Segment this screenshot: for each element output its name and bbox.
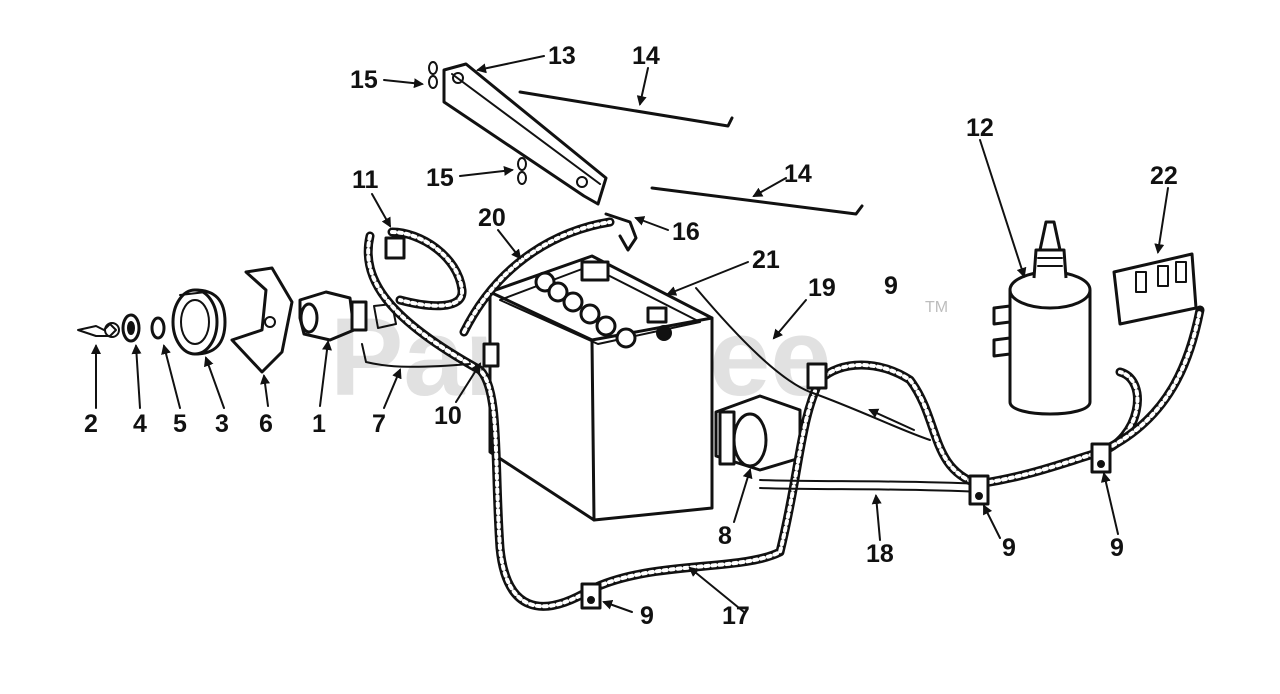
wing-nut-top (428, 61, 438, 89)
callout-14-top: 14 (632, 42, 660, 70)
callout-9-right: 9 (1110, 534, 1124, 562)
callout-10: 10 (434, 402, 462, 430)
callout-5: 5 (173, 410, 187, 438)
battery-strap-part (442, 62, 608, 206)
callout-7: 7 (372, 410, 386, 438)
bezel-part (171, 288, 227, 356)
coil-harness (1095, 305, 1205, 457)
callout-22: 22 (1150, 162, 1178, 190)
clamp-bottom (580, 582, 602, 610)
coil-part (992, 220, 1092, 416)
callout-16: 16 (672, 218, 700, 246)
key-part (77, 322, 120, 338)
callout-19: 19 (808, 274, 836, 302)
callout-8: 8 (718, 522, 732, 550)
bracket-part (230, 266, 294, 374)
clamp-right (1090, 442, 1112, 474)
terminal-plate-part (1112, 252, 1198, 326)
callout-18: 18 (866, 540, 894, 568)
callout-2: 2 (84, 410, 98, 438)
callout-20: 20 (478, 204, 506, 232)
callout-11: 11 (352, 166, 379, 194)
callout-labels: 2 4 5 3 6 1 7 10 11 15 15 13 14 14 16 20… (84, 42, 1178, 630)
clamp-mid (968, 474, 990, 506)
clamp-center (806, 362, 828, 390)
callout-12: 12 (966, 114, 994, 142)
hold-down-rod-bottom (650, 186, 864, 216)
grommet-part (482, 342, 500, 368)
callout-9-top: 9 (884, 272, 898, 300)
callout-21: 21 (752, 246, 780, 274)
solenoid-part (714, 394, 802, 472)
callout-arrows (91, 55, 1169, 613)
callout-9-bottom: 9 (640, 602, 654, 630)
callout-17: 17 (722, 602, 750, 630)
callout-14-bottom: 14 (784, 160, 812, 188)
callout-13: 13 (548, 42, 576, 70)
hold-down-rod-top (518, 90, 734, 128)
wing-nut-bottom (517, 157, 527, 185)
wire-18 (759, 487, 981, 493)
callout-4: 4 (133, 410, 147, 438)
nut-part (121, 313, 141, 343)
callout-1: 1 (312, 410, 326, 438)
callout-15-top: 15 (350, 66, 378, 94)
terminal-11 (384, 236, 406, 260)
callout-15-bottom: 15 (426, 164, 454, 192)
battery-part (488, 254, 714, 522)
callout-3: 3 (215, 410, 229, 438)
wire-19 (695, 287, 931, 441)
callout-6: 6 (259, 410, 273, 438)
washer-part (150, 316, 166, 340)
callout-9-mid: 9 (1002, 534, 1016, 562)
watermark-trademark: TM (925, 299, 948, 316)
wire-7 (361, 343, 471, 368)
